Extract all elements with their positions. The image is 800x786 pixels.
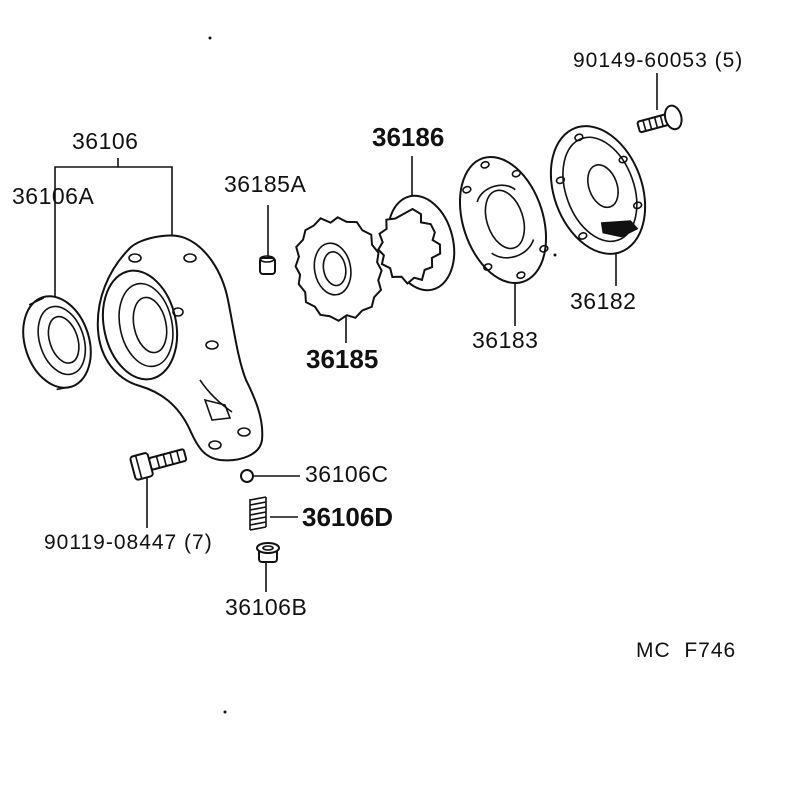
diagram-code: MC F746 xyxy=(636,639,737,662)
drive-gear-part xyxy=(294,216,383,322)
oil-seal-part xyxy=(22,295,92,391)
screw-part xyxy=(636,104,683,134)
label-screw: 90149-60053 (5) xyxy=(573,49,744,72)
ball-part xyxy=(240,469,254,483)
outer-rotor-part xyxy=(377,194,456,292)
label-plug: 36106B xyxy=(225,594,308,620)
pump-plate-part xyxy=(458,155,549,285)
label-pump-plate: 36183 xyxy=(472,327,539,353)
pin-part xyxy=(259,255,276,275)
label-oil-seal: 36106A xyxy=(12,183,95,209)
pump-cover-part xyxy=(549,125,647,255)
label-ball: 36106C xyxy=(305,461,389,487)
label-pump-cover: 36182 xyxy=(570,288,637,314)
label-pin: 36185A xyxy=(224,171,307,197)
leader-housing-bracket xyxy=(54,166,173,300)
pump-housing-part xyxy=(96,234,264,462)
spring-part xyxy=(249,496,267,531)
label-drive-gear: 36185 xyxy=(306,344,379,374)
label-bolt: 90119-08447 (7) xyxy=(44,531,213,554)
label-outer-rotor: 36186 xyxy=(372,122,445,152)
bolt-part xyxy=(129,448,188,481)
leader-lines xyxy=(54,73,658,592)
label-housing: 36106 xyxy=(72,128,139,154)
plug-part xyxy=(256,542,280,563)
label-spring: 36106D xyxy=(302,502,394,532)
